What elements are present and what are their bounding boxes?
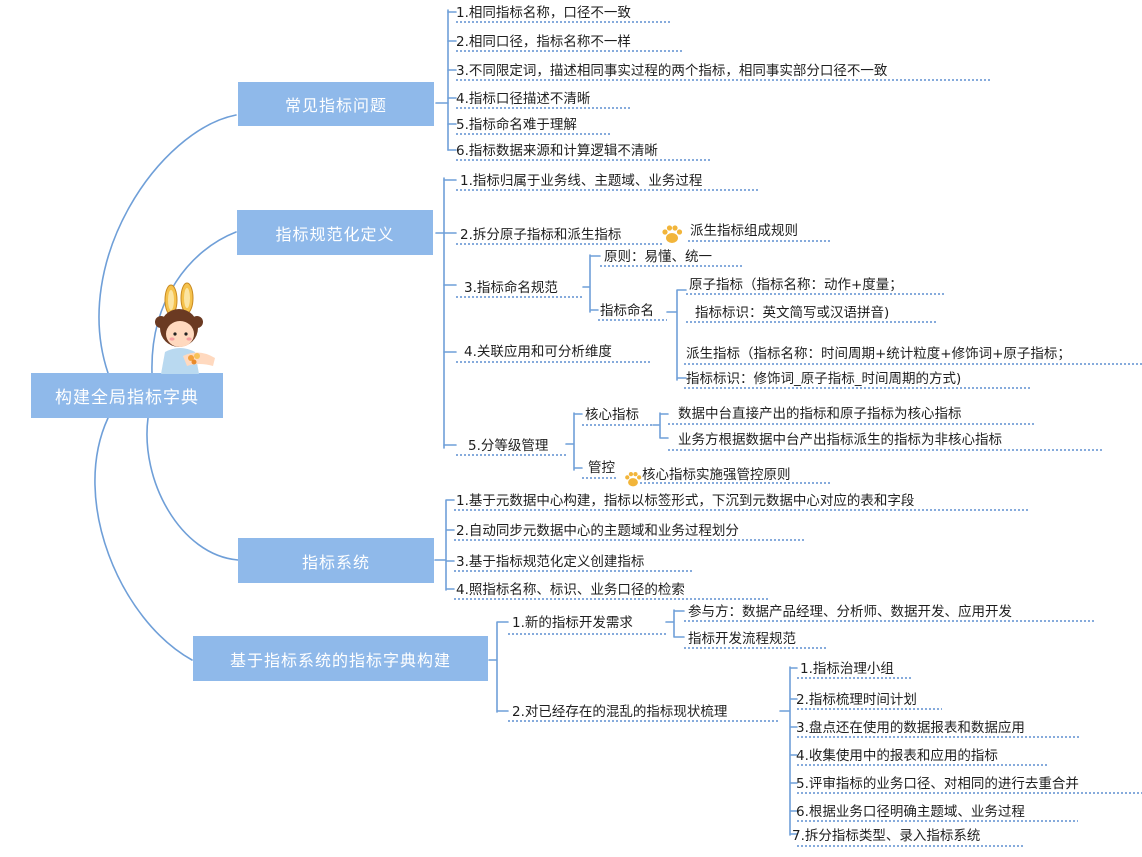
atomic-indicator-line2: 指标标识：英文简写或汉语拼音) — [695, 305, 890, 321]
system-item: 1.基于元数据中心构建，指标以标签形式，下沉到元数据中心对应的表和字段 — [456, 493, 915, 509]
derived-rule-note: 派生指标组成规则 — [690, 223, 798, 239]
cleanup-step: 5.评审指标的业务口径、对相同的进行去重合并 — [796, 776, 1079, 792]
cleanup-step: 6.根据业务口径明确主题域、业务过程 — [796, 804, 1025, 820]
problem-item: 4.指标口径描述不清晰 — [456, 91, 591, 107]
core-indicator-node: 核心指标 — [585, 407, 639, 423]
definition-item-4: 4.关联应用和可分析维度 — [464, 344, 612, 360]
cleanup-step: 3.盘点还在使用的数据报表和数据应用 — [796, 720, 1025, 736]
branch-indicator-system[interactable]: 指标系统 — [238, 538, 434, 583]
problem-item: 1.相同指标名称，口径不一致 — [456, 5, 631, 21]
derived-indicator-line1: 派生指标（指标名称：时间周期+统计粒度+修饰词+原子指标； — [686, 346, 1071, 362]
branch-normalized-definition[interactable]: 指标规范化定义 — [237, 210, 433, 255]
problem-item: 3.不同限定词，描述相同事实过程的两个指标，相同事实部分口径不一致 — [456, 63, 888, 79]
definition-item-2: 2.拆分原子指标和派生指标 — [460, 227, 622, 243]
dictionary-item-1: 1.新的指标开发需求 — [512, 615, 633, 631]
system-item: 3.基于指标规范化定义创建指标 — [456, 554, 645, 570]
cleanup-step: 4.收集使用中的报表和应用的指标 — [796, 748, 998, 764]
root-node[interactable]: 构建全局指标字典 — [31, 373, 223, 418]
dictionary-item-2: 2.对已经存在的混乱的指标现状梳理 — [512, 704, 728, 720]
dev-process-spec: 指标开发流程规范 — [688, 631, 796, 647]
core-indicator-desc: 数据中台直接产出的指标和原子指标为核心指标 — [678, 406, 962, 422]
mascot-girl-icon — [155, 282, 215, 374]
branch-dictionary-build[interactable]: 基于指标系统的指标字典构建 — [193, 636, 488, 681]
problem-item: 5.指标命名难于理解 — [456, 117, 577, 133]
paw-icon — [662, 225, 683, 243]
participants: 参与方：数据产品经理、分析师、数据开发、应用开发 — [688, 604, 1012, 620]
problem-item: 2.相同口径，指标名称不一样 — [456, 34, 631, 50]
definition-item-3: 3.指标命名规范 — [464, 280, 558, 296]
cleanup-step: 2.指标梳理时间计划 — [796, 692, 917, 708]
branch-common-problems[interactable]: 常见指标问题 — [238, 82, 434, 126]
problem-item: 6.指标数据来源和计算逻辑不清晰 — [456, 143, 658, 159]
noncore-indicator-desc: 业务方根据数据中台产出指标派生的指标为非核心指标 — [678, 432, 1002, 448]
definition-item-1: 1.指标归属于业务线、主题域、业务过程 — [460, 173, 703, 189]
derived-indicator-line2: 指标标识：修饰词_原子指标_时间周期的方式) — [686, 371, 962, 387]
atomic-indicator-line1: 原子指标（指标名称：动作+度量； — [689, 277, 903, 293]
definition-item-5: 5.分等级管理 — [468, 438, 549, 454]
naming-principle: 原则：易懂、统一 — [604, 249, 712, 265]
control-note: 核心指标实施强管控原则 — [642, 467, 791, 483]
paw-icon — [625, 471, 642, 487]
system-item: 2.自动同步元数据中心的主题域和业务过程划分 — [456, 523, 739, 539]
system-item: 4.照指标名称、标识、业务口径的检索 — [456, 582, 685, 598]
cleanup-step: 7.拆分指标类型、录入指标系统 — [792, 828, 981, 844]
cleanup-step: 1.指标治理小组 — [800, 661, 894, 677]
control-node: 管控 — [588, 460, 615, 476]
naming-node: 指标命名 — [600, 303, 654, 319]
